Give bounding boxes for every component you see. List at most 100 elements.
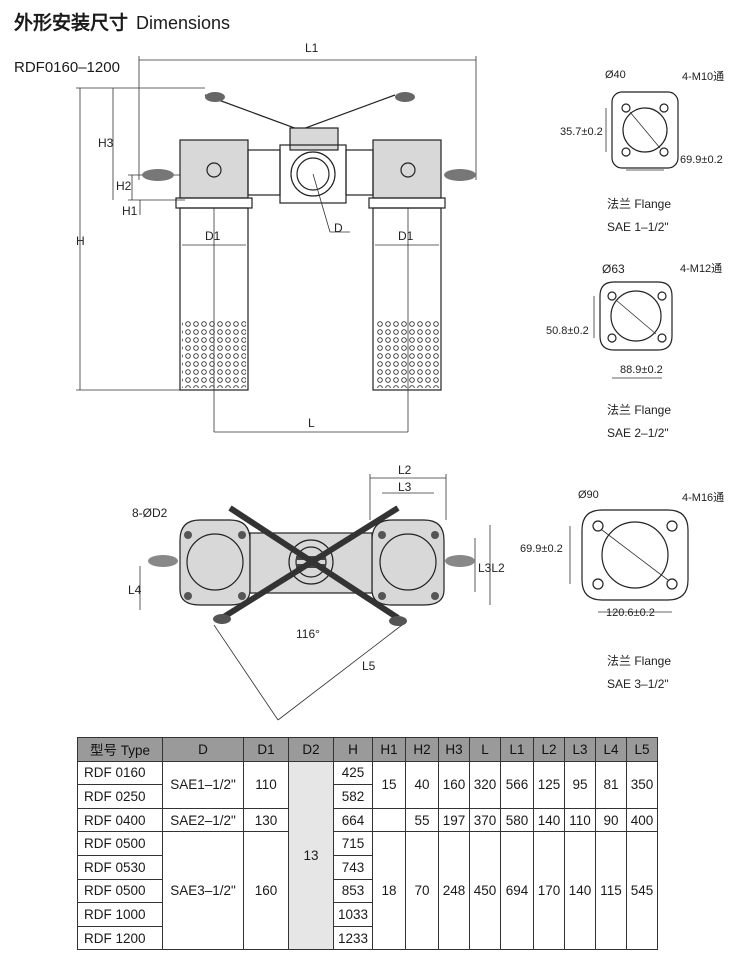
label-L: L <box>308 416 315 430</box>
h2-cell: 40 <box>405 760 439 809</box>
type-cell: RDF 0500 <box>77 831 163 856</box>
table-header-row: 型号 Type D D1 D2 H H1 H2 H3 L L1 L2 L3 L4… <box>77 737 658 762</box>
table-row: RDF 0250 582 <box>77 784 658 809</box>
dimensions-table: 型号 Type D D1 D2 H H1 H2 H3 L L1 L2 L3 L4… <box>77 737 658 951</box>
h2-cell: 55 <box>405 807 439 833</box>
label-D1-right: D1 <box>398 229 414 243</box>
h-cell: 582 <box>333 784 373 809</box>
col-header: L3 <box>564 737 596 762</box>
label-L3: L3 <box>398 480 412 494</box>
l3-cell: 140 <box>564 831 596 951</box>
col-header: L4 <box>595 737 627 762</box>
col-header: L5 <box>626 737 658 762</box>
flange1-dia: Ø40 <box>605 69 626 81</box>
label-D: D <box>334 221 343 235</box>
col-header: D <box>162 737 244 762</box>
h3-cell: 248 <box>438 831 470 951</box>
h-cell: 1033 <box>333 902 373 927</box>
table-row: RDF 1200 1233 <box>77 925 658 951</box>
type-cell: RDF 1200 <box>77 925 163 951</box>
h-cell: 1233 <box>333 925 373 951</box>
label-D1-left: D1 <box>205 229 221 243</box>
l2-cell: 140 <box>533 807 565 833</box>
d-cell: SAE3–1/2" <box>162 831 244 951</box>
l5-cell: 545 <box>626 831 658 951</box>
l1-cell: 580 <box>500 807 534 833</box>
d1-cell: 160 <box>243 831 289 951</box>
d2-cell: 13 <box>288 760 334 951</box>
flange-2: Ø63 4-M12通 50.8±0.2 88.9±0.2 法兰 Flange S… <box>546 262 722 440</box>
flange2-bolts: 4-M12通 <box>680 262 722 275</box>
flange1-caption1: 法兰 Flange <box>607 197 671 211</box>
label-H2: H2 <box>116 179 132 193</box>
flange2-caption2: SAE 2–1/2" <box>607 426 669 440</box>
flange1-dim-h: 69.9±0.2 <box>680 154 723 166</box>
flange2-dim-h: 88.9±0.2 <box>620 364 663 376</box>
type-cell: RDF 0160 <box>77 760 163 786</box>
label-H1: H1 <box>122 204 138 218</box>
l4-cell: 90 <box>595 807 627 833</box>
col-header: 型号 Type <box>77 737 163 762</box>
flange3-dia: Ø90 <box>578 489 599 501</box>
table-row: RDF 0500 SAE3–1/2" 160 715 18 70 248 450… <box>77 831 658 951</box>
label-angle: 116° <box>296 627 320 641</box>
l3-cell: 95 <box>564 760 596 809</box>
d1-cell: 130 <box>243 807 289 833</box>
l2-cell: 170 <box>533 831 565 951</box>
col-header: H2 <box>405 737 439 762</box>
h3-cell: 160 <box>438 760 470 809</box>
h3-cell: 197 <box>438 807 470 833</box>
col-header: D1 <box>243 737 289 762</box>
front-view: L1 H H3 H2 H1 D <box>76 41 477 433</box>
h-cell: 425 <box>333 760 373 786</box>
l4-cell: 81 <box>595 760 627 809</box>
type-cell: RDF 0500 <box>77 878 163 904</box>
label-L4: L4 <box>128 583 142 597</box>
label-H3: H3 <box>98 136 114 150</box>
flange3-dim-h: 120.6±0.2 <box>606 607 655 619</box>
d-cell: SAE2–1/2" <box>162 807 244 833</box>
col-header: H <box>333 737 373 762</box>
col-header: D2 <box>288 737 334 762</box>
col-header: L <box>469 737 501 762</box>
col-header: L1 <box>500 737 534 762</box>
table-row: RDF 1000 1033 <box>77 902 658 927</box>
h-cell: 743 <box>333 854 373 880</box>
label-L2: L2 <box>398 463 412 477</box>
l-cell: 450 <box>469 831 501 951</box>
title-cn: 外形安装尺寸 <box>14 13 129 34</box>
flange-3: Ø90 4-M16通 69.9±0.2 120.6±0.2 法兰 Flange … <box>520 489 724 691</box>
flange1-bolts: 4-M10通 <box>682 70 724 83</box>
page-title: 外形安装尺寸 Dimensions <box>14 8 230 35</box>
table-row: RDF 0500 853 <box>77 878 658 904</box>
title-en: Dimensions <box>136 13 231 33</box>
label-L1: L1 <box>305 41 319 55</box>
col-header: H1 <box>372 737 406 762</box>
l5-cell: 400 <box>626 807 658 833</box>
flange-1: Ø40 4-M10通 35.7±0.2 69.9±0.2 法兰 Flange S… <box>560 69 724 234</box>
flange3-bolts: 4-M16通 <box>682 491 724 504</box>
h1-cell-empty <box>372 807 406 833</box>
d1-cell: 110 <box>243 760 289 809</box>
h-cell: 664 <box>333 807 373 833</box>
l3-cell: 110 <box>564 807 596 833</box>
h-cell: 715 <box>333 831 373 856</box>
table-row: RDF 0160 SAE1–1/2" 110 13 425 15 40 160 … <box>77 760 658 951</box>
type-cell: RDF 0400 <box>77 807 163 833</box>
flange3-caption2: SAE 3–1/2" <box>607 677 669 691</box>
label-L5: L5 <box>362 659 376 673</box>
d-cell: SAE1–1/2" <box>162 760 244 809</box>
l1-cell: 566 <box>500 760 534 809</box>
l2-cell: 125 <box>533 760 565 809</box>
col-header: L2 <box>533 737 565 762</box>
type-cell: RDF 0250 <box>77 784 163 809</box>
l1-cell: 694 <box>500 831 534 951</box>
type-cell: RDF 0530 <box>77 854 163 880</box>
plan-view: L2 L3 L3L2 8-ØD2 L4 116° <box>128 463 505 721</box>
flange3-caption1: 法兰 Flange <box>607 654 671 668</box>
label-L3L2: L3L2 <box>478 561 505 575</box>
flange2-caption1: 法兰 Flange <box>607 403 671 417</box>
flange2-dia: Ø63 <box>602 262 625 276</box>
h-cell: 853 <box>333 878 373 904</box>
